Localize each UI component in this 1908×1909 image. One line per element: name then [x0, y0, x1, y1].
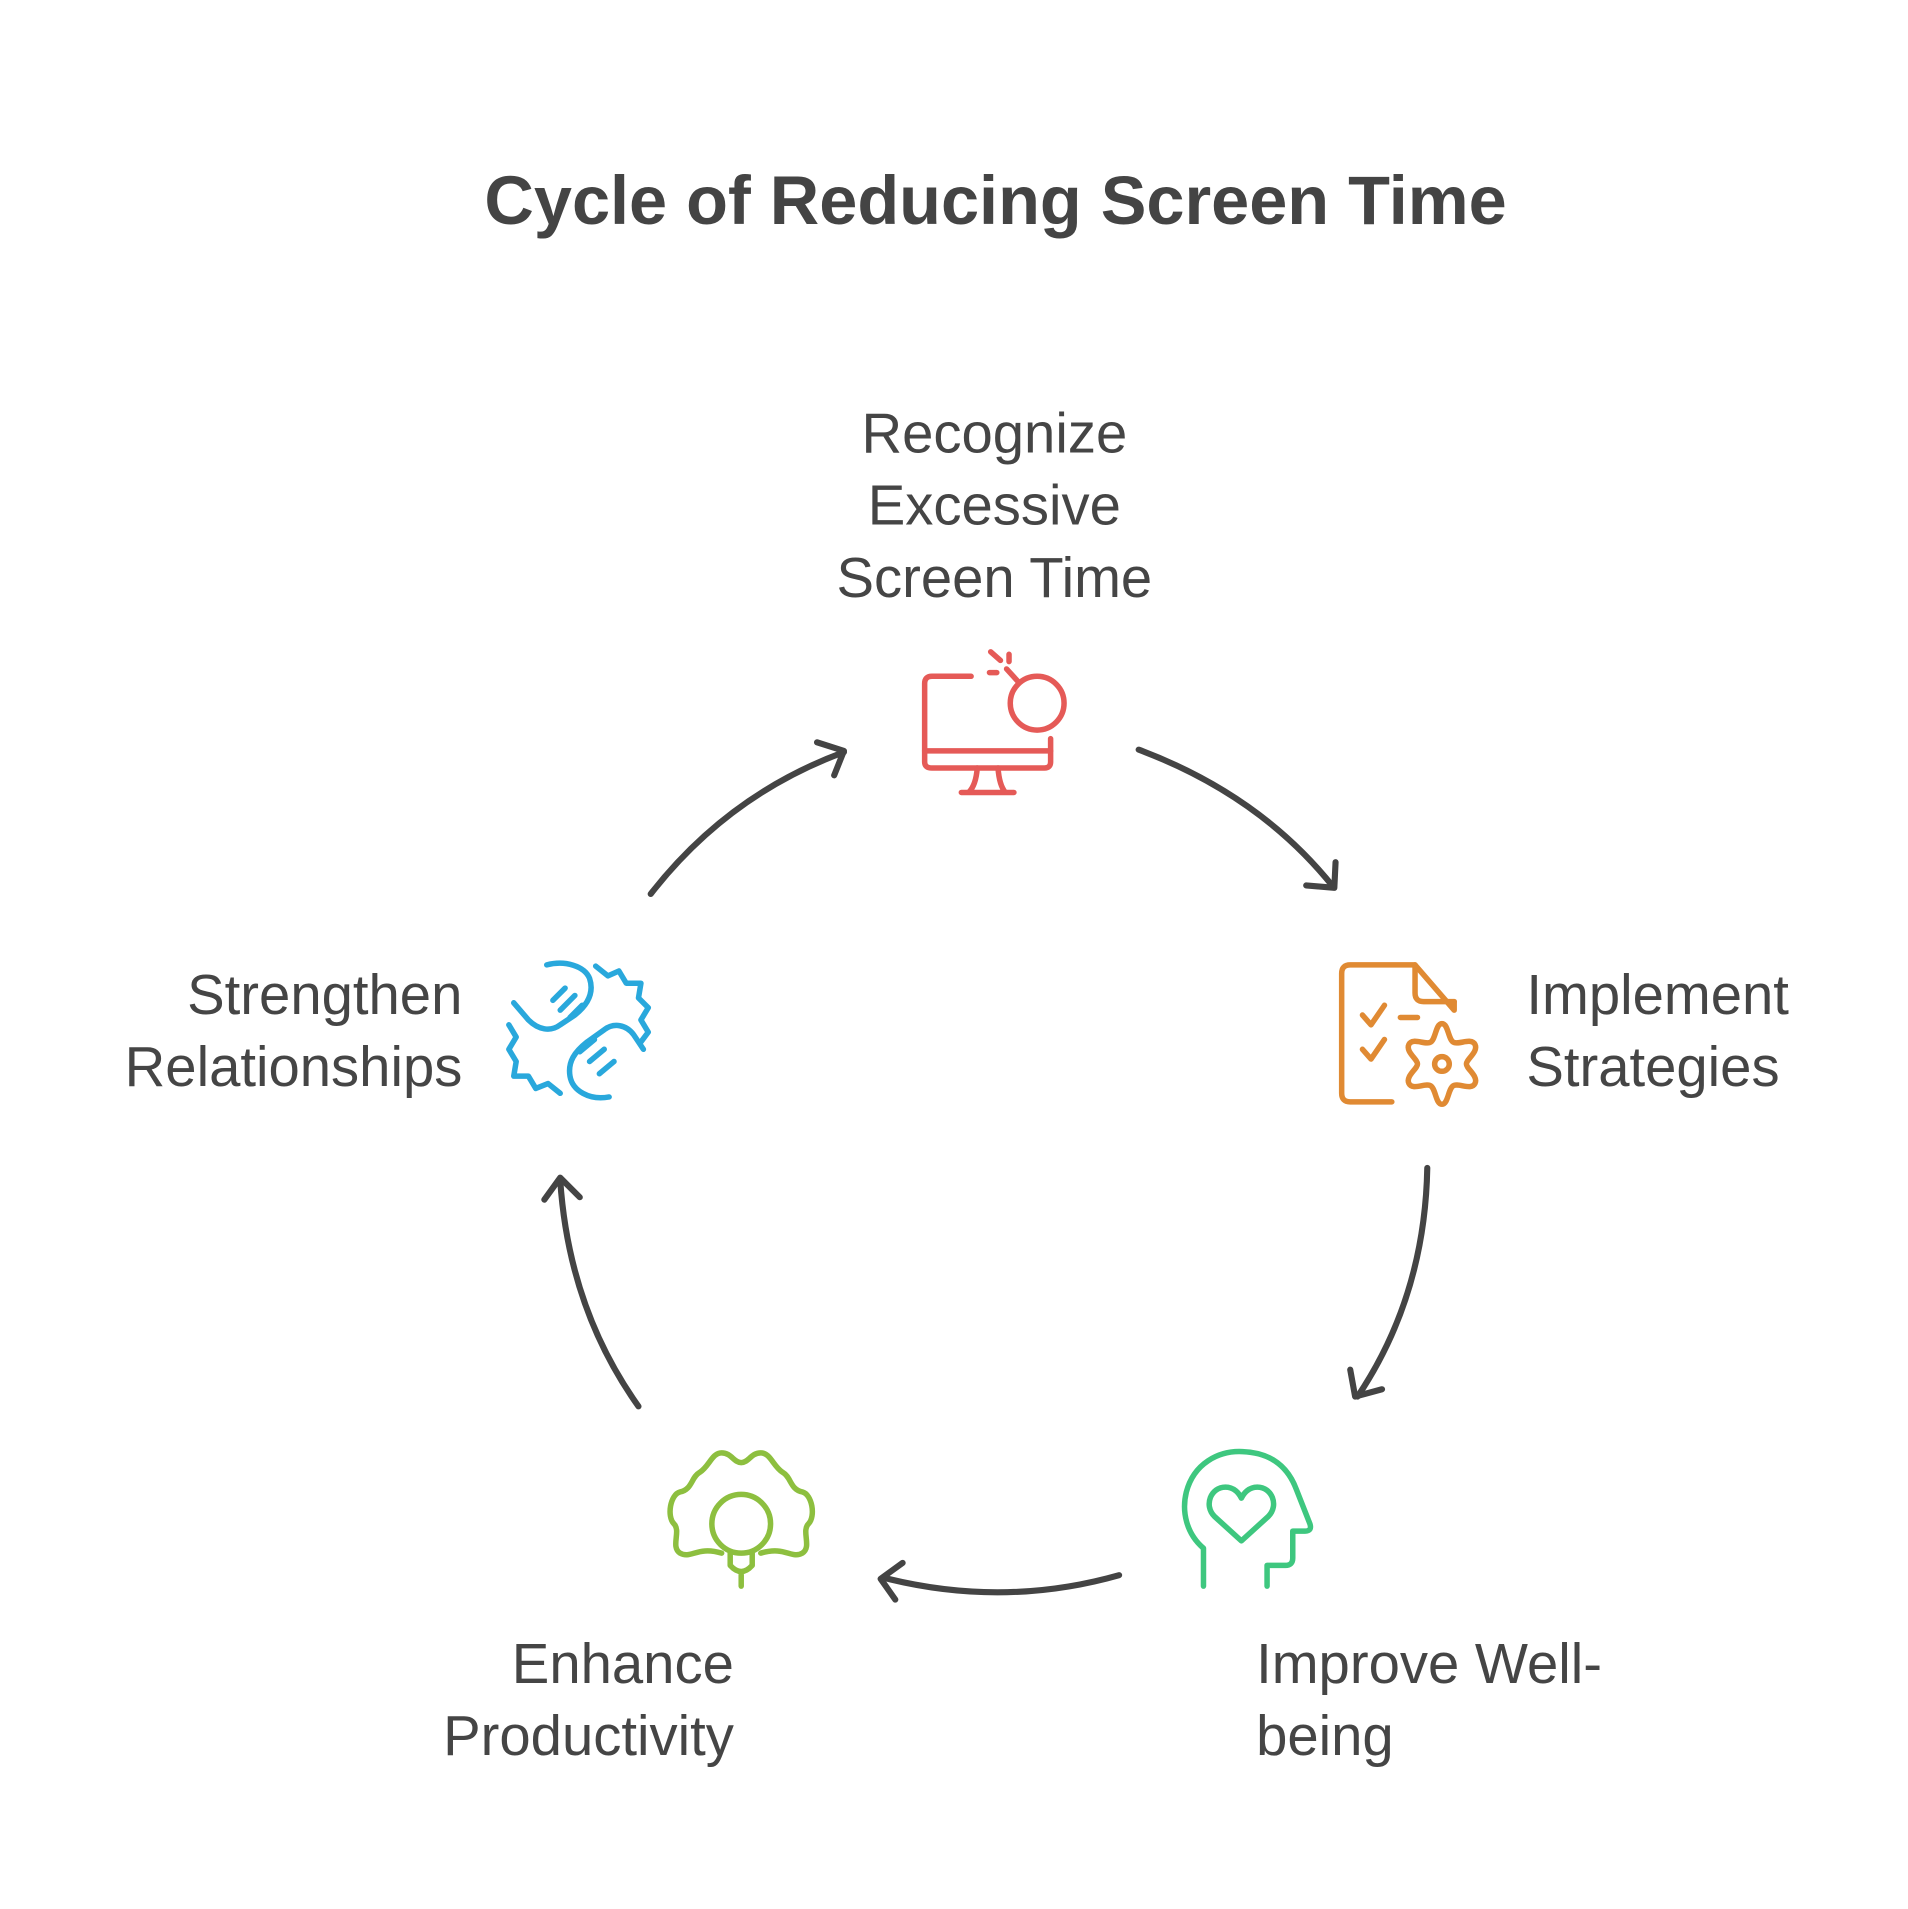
arrow-wellbeing-to-productivity: [877, 1559, 1123, 1603]
svg-text:Excessive: Excessive: [868, 474, 1121, 537]
svg-text:Implement: Implement: [1526, 963, 1789, 1026]
head-heart-icon: [1181, 1448, 1314, 1589]
arrow-relationships-to-recognize: [647, 739, 847, 898]
document-gear-icon: [1338, 962, 1479, 1108]
step-productivity-label: Enhance Productivity: [443, 1632, 735, 1767]
svg-text:Productivity: Productivity: [443, 1704, 735, 1767]
svg-text:Strengthen: Strengthen: [187, 963, 462, 1026]
svg-text:Recognize: Recognize: [861, 401, 1127, 464]
svg-text:Relationships: Relationships: [125, 1035, 463, 1098]
step-recognize-label: Recognize Excessive Screen Time: [836, 401, 1152, 608]
svg-text:Screen Time: Screen Time: [836, 546, 1152, 609]
lightbulb-gear-icon: [667, 1450, 816, 1589]
monitor-search-icon: [921, 649, 1067, 796]
step-implement-label: Implement Strategies: [1526, 963, 1789, 1098]
arrow-productivity-to-relationships: [541, 1174, 642, 1410]
handshake-icon: [506, 960, 652, 1101]
svg-text:Enhance: Enhance: [512, 1632, 734, 1695]
step-wellbeing-label: Improve Well- being: [1256, 1632, 1602, 1767]
arrow-implement-to-wellbeing: [1347, 1164, 1431, 1400]
arrow-recognize-to-implement: [1135, 746, 1339, 891]
svg-text:Improve Well-: Improve Well-: [1256, 1632, 1602, 1695]
step-relationships-label: Strengthen Relationships: [125, 963, 463, 1098]
diagram-title: Cycle of Reducing Screen Time: [484, 162, 1506, 239]
svg-text:being: being: [1256, 1704, 1394, 1767]
svg-text:Strategies: Strategies: [1526, 1035, 1779, 1098]
